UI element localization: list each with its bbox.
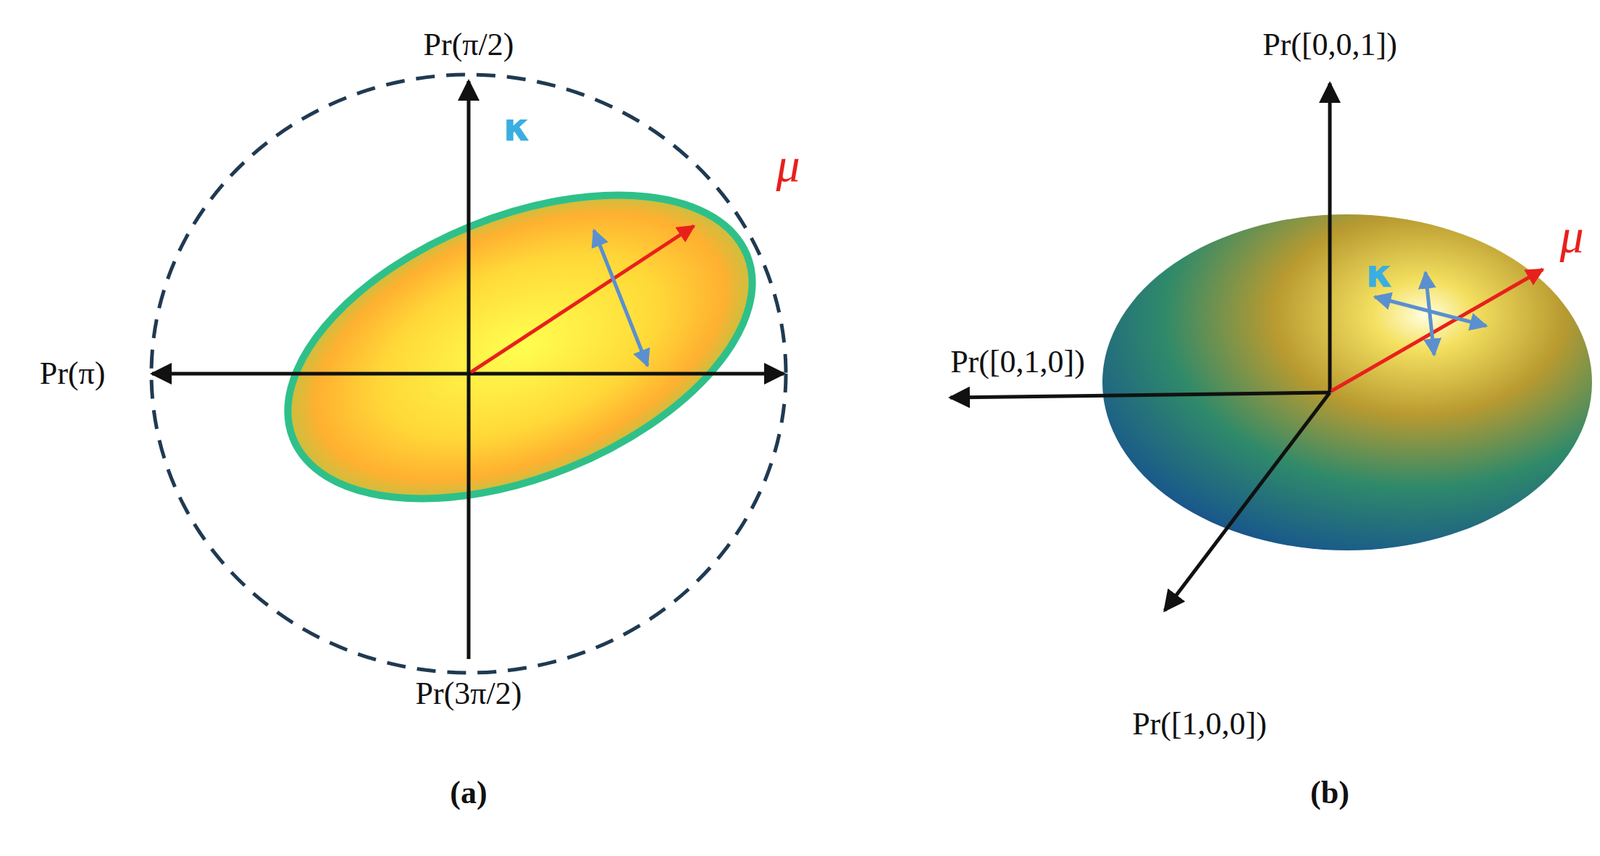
- kappa-symbol: κ: [503, 107, 531, 148]
- axis-label: Pr([0,0,1]): [1262, 28, 1398, 61]
- mean-arrow: [1331, 269, 1543, 392]
- axis-label: Pr([1,0,0]): [1132, 708, 1267, 741]
- axis: [950, 392, 1330, 398]
- distribution-ellipsoid: [1102, 214, 1593, 551]
- unit-circle: [151, 74, 786, 673]
- axis: [1164, 392, 1330, 611]
- panel-label: (a): [449, 777, 487, 810]
- axis-label: Pr(π/2): [423, 28, 515, 61]
- mu-symbol: μ: [775, 141, 800, 190]
- axis-label: Pr([0,1,0]): [950, 346, 1086, 379]
- mu-symbol: μ: [1559, 212, 1584, 261]
- kappa-symbol: κ: [1366, 254, 1394, 294]
- panel-label: (b): [1310, 777, 1350, 810]
- axis: [152, 372, 784, 376]
- axis: [467, 373, 471, 660]
- axis: [467, 81, 471, 374]
- axis: [1328, 83, 1333, 393]
- axis-label: Pr(π): [39, 357, 106, 390]
- distribution-ellipse: [244, 133, 797, 560]
- concentration-arrow: [1374, 296, 1487, 326]
- axis-label: Pr(3π/2): [415, 677, 523, 710]
- mean-arrow: [470, 225, 694, 373]
- concentration-arrow: [593, 230, 648, 366]
